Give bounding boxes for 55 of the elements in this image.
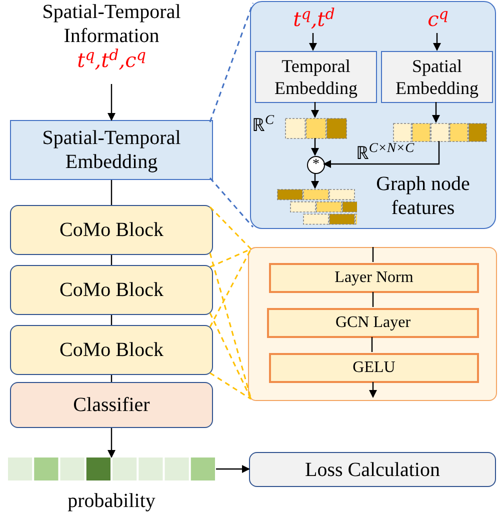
tensor-bar [393,123,487,142]
math-label: t$^{q}$,t$^{d}$ [293,4,335,33]
arrow [311,173,319,189]
arrow [108,84,116,121]
box-label: Loss Calculation [305,458,440,482]
zoom-line [209,312,252,400]
box-label: Spatial-Temporal Embedding [41,126,182,174]
block-box [10,325,213,375]
arrow [311,102,319,118]
vector-bar [285,118,347,139]
zoom-line [209,206,252,250]
detail-panel [248,247,497,401]
layer-box [269,353,479,383]
layer-box [269,263,479,293]
block-box [10,205,213,255]
block-box [10,265,213,315]
layer-box [267,308,479,338]
zoom-line [209,252,252,400]
arrow [432,102,440,123]
box-label: CoMo Block [60,338,164,363]
caption-label: Graph node features [375,172,471,220]
arrow [323,141,440,168]
classifier-box [10,382,213,428]
arrow [433,33,441,51]
arrow [216,465,250,473]
zoom-line [209,2,254,122]
arrow [369,382,377,398]
box-label: Temporal Embedding [274,55,358,99]
caption-label: probability [66,489,156,514]
probability-bar [7,457,216,481]
loss-box [249,452,496,487]
caption-label: ℝ$^{C}$ [252,112,276,137]
box-label: Classifier [73,393,150,418]
arrow [311,138,319,156]
zoom-line [210,372,252,400]
arrow [309,33,317,51]
box-label: Layer Norm [334,268,414,288]
box-label: GCN Layer [335,313,411,333]
embedding-box [10,120,213,180]
detail-panel [250,1,496,229]
box-label: CoMo Block [60,218,164,243]
zoom-line [209,178,254,228]
caption-label: ℝ$^{C×N×C}$ [354,140,416,165]
arrow [108,428,116,458]
math-label: t$^{q}$,t$^{d}$,c$^{q}$ [77,48,146,72]
box-label: Spatial-Temporal Information [41,0,182,48]
feature-stack [277,189,357,227]
box-label: * [312,158,320,172]
box-label: Spatial Embedding [394,55,480,99]
embedding-box [255,51,377,103]
box-label: GELU [352,358,396,378]
zoom-line [209,248,252,328]
embedding-box [381,51,493,103]
box-label: CoMo Block [60,278,164,303]
math-label: c$^{q}$ [428,4,448,33]
